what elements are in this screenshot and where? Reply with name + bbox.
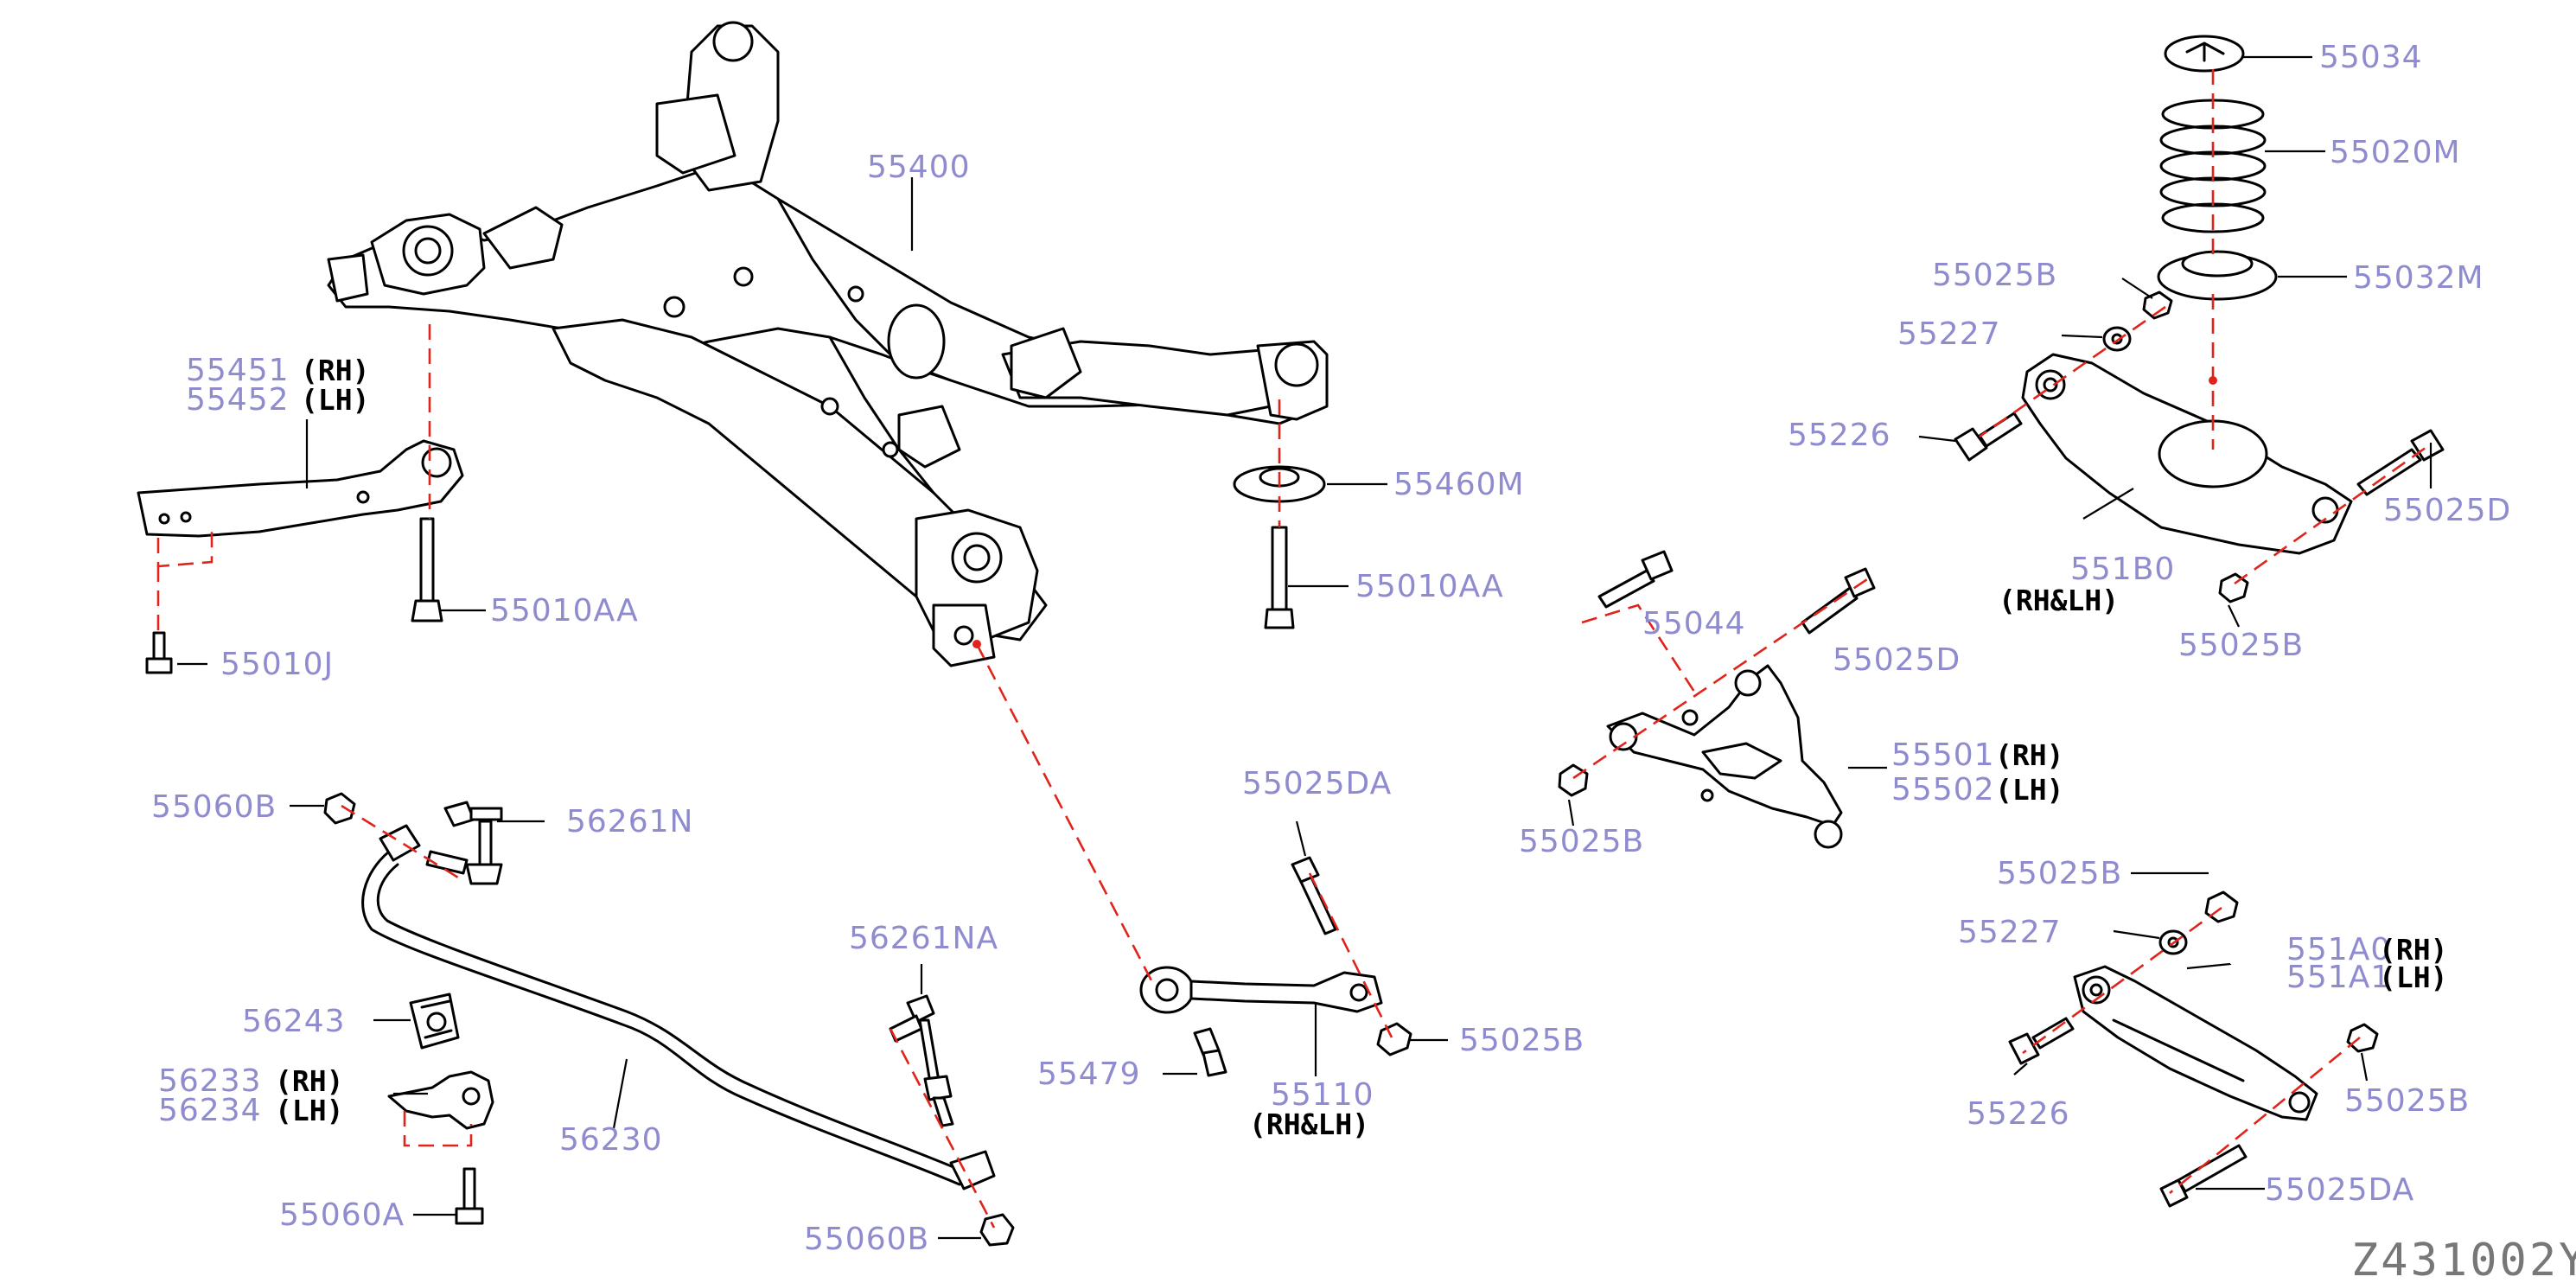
label-55479: 55479 — [1037, 1056, 1141, 1092]
side-lh-56234: (LH) — [275, 1094, 343, 1127]
label-55010aa-left: 55010AA — [490, 593, 639, 629]
label-55025b-mid: 55025B — [1519, 824, 1644, 859]
label-551a1: 551A1 — [2286, 960, 2391, 995]
label-55025d: 55025D — [2383, 493, 2511, 528]
side-rh-56233: (RH) — [275, 1064, 343, 1098]
label-55227-low: 55227 — [1958, 915, 2062, 950]
label-56233: 56233 — [158, 1063, 262, 1099]
rear-suspension-member — [327, 21, 1329, 667]
label-55226-low: 55226 — [1967, 1096, 2070, 1132]
bolt-55479 — [1193, 1027, 1227, 1077]
label-55020m: 55020M — [2330, 135, 2461, 170]
label-55110: 55110 — [1271, 1077, 1374, 1113]
stabilizer-link-56261n — [425, 801, 503, 885]
nut-55025b-top — [2142, 290, 2173, 320]
label-55025b-la2: 55025B — [2344, 1083, 2470, 1119]
label-56261n: 56261N — [566, 804, 693, 839]
label-56243: 56243 — [242, 1004, 346, 1039]
stabilizer-clamp-56233 — [387, 1070, 494, 1130]
label-55025b-top: 55025B — [1932, 258, 2057, 293]
nut-55025b-mid — [1558, 763, 1589, 797]
label-55025b-link: 55025B — [1459, 1023, 1584, 1058]
label-56234: 56234 — [158, 1093, 262, 1128]
side-rh-55451: (RH) — [301, 354, 369, 387]
side-lh-55502: (LH) — [1995, 773, 2063, 807]
label-55025d-mid: 55025D — [1833, 642, 1961, 678]
nut-55025b-la2 — [2346, 1023, 2379, 1053]
lateral-link-55110 — [1139, 966, 1383, 1014]
bolt-55025da-mid — [1291, 856, 1337, 935]
label-55025da-low: 55025DA — [2265, 1172, 2414, 1208]
member-stay — [137, 439, 464, 538]
label-551b0: 551B0 — [2070, 552, 2175, 587]
nut-55025b-ua — [2218, 572, 2249, 603]
label-55025b-ua: 55025B — [2178, 628, 2304, 663]
bolt-55226-top — [1954, 412, 2023, 462]
mount-insulator — [1233, 465, 1326, 629]
label-55502: 55502 — [1891, 772, 1995, 807]
nut-55025b-link — [1376, 1022, 1412, 1056]
label-55227-top: 55227 — [1897, 316, 2001, 352]
drawing-code: Z431002Y — [2351, 1235, 2576, 1283]
spring-seat-lower — [2157, 250, 2278, 301]
label-55060b-top: 55060B — [151, 789, 277, 825]
side-rhlh-551b0: (RH&LH) — [1999, 584, 2119, 617]
spring-seat-upper — [2164, 35, 2245, 73]
stabilizer-bushing-56243 — [409, 993, 460, 1050]
side-lh-55452: (LH) — [301, 383, 369, 417]
stabilizer-bar — [361, 824, 996, 1190]
bolt-55226-low — [2008, 1017, 2075, 1065]
label-55025b-la1: 55025B — [1997, 856, 2122, 891]
label-55034: 55034 — [2319, 40, 2423, 75]
part-labels: 55400 55451 (RH) 55452 (LH) 55010AA 5501… — [151, 40, 2576, 1283]
label-55025da-mid: 55025DA — [1242, 766, 1392, 801]
nut-55060b-bot — [979, 1213, 1015, 1247]
stabilizer-link-56261na — [889, 994, 954, 1127]
nut-55025b-la1 — [2204, 890, 2239, 923]
label-55060b-bot: 55060B — [804, 1222, 929, 1257]
label-56261na: 56261NA — [849, 921, 998, 956]
label-55010j: 55010J — [220, 647, 334, 682]
label-55032m: 55032M — [2353, 260, 2484, 296]
bolt-55010j — [145, 631, 173, 674]
side-rh-551a0: (RH) — [2379, 933, 2447, 967]
bolt-55060a — [455, 1167, 484, 1225]
leader-lines — [177, 55, 2433, 1240]
side-lh-551a1: (LH) — [2379, 961, 2447, 994]
label-55010aa-mid: 55010AA — [1355, 569, 1504, 604]
label-55226-top: 55226 — [1788, 418, 1891, 453]
label-55451: 55451 — [186, 353, 290, 388]
side-rh-55501: (RH) — [1995, 738, 2063, 772]
label-55452: 55452 — [186, 382, 290, 418]
lower-link-551b0 — [2021, 353, 2353, 555]
bolt-55010aa-left — [411, 517, 443, 622]
bolt-55025da-low — [2159, 1144, 2248, 1208]
lower-arm-551a0 — [2073, 965, 2318, 1121]
label-551a0: 551A0 — [2286, 932, 2391, 967]
label-56230: 56230 — [559, 1122, 663, 1158]
label-55460m: 55460M — [1393, 467, 1525, 502]
upper-arm-55501 — [1606, 664, 1843, 849]
label-55044: 55044 — [1642, 606, 1746, 642]
nut-55060b-top — [323, 792, 356, 825]
bolt-55044 — [1597, 550, 1674, 609]
label-55501: 55501 — [1891, 737, 1995, 773]
washer-55227-top — [2102, 326, 2132, 352]
bolt-55025d-mid — [1801, 567, 1876, 635]
assembly-axes — [156, 69, 2430, 1229]
side-rhlh-55110: (RH&LH) — [1249, 1107, 1369, 1141]
label-55060a: 55060A — [279, 1197, 405, 1233]
label-55400: 55400 — [867, 150, 971, 185]
